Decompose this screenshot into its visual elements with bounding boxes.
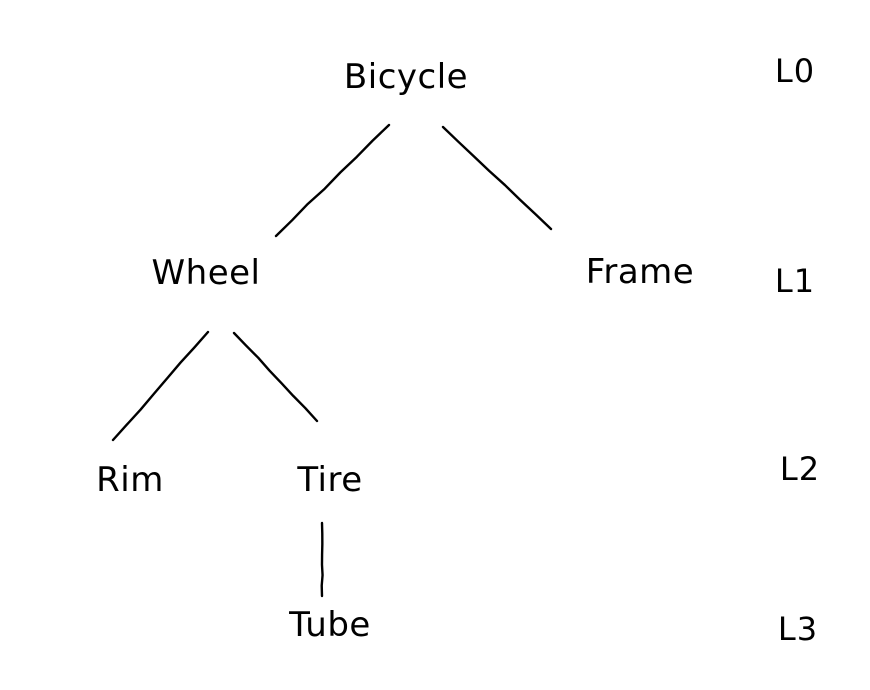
node-rim[interactable]: Rim: [96, 460, 164, 500]
edge-wheel-to-rim: [111, 330, 210, 442]
edge-bicycle-to-frame: [441, 125, 553, 231]
level-label-l1: L1: [774, 262, 816, 300]
node-tire[interactable]: Tire: [297, 460, 363, 500]
node-wheel[interactable]: Wheel: [151, 253, 261, 293]
node-bicycle[interactable]: Bicycle: [343, 57, 469, 97]
edge-tire-to-tube: [320, 521, 324, 598]
level-label-l3: L3: [777, 610, 819, 648]
node-frame[interactable]: Frame: [585, 252, 695, 292]
edge-wheel-to-tire: [232, 331, 319, 423]
level-label-l0: L0: [774, 52, 816, 90]
edge-bicycle-to-wheel: [274, 123, 391, 238]
node-tube[interactable]: Tube: [289, 605, 371, 645]
level-label-l2: L2: [779, 450, 821, 488]
